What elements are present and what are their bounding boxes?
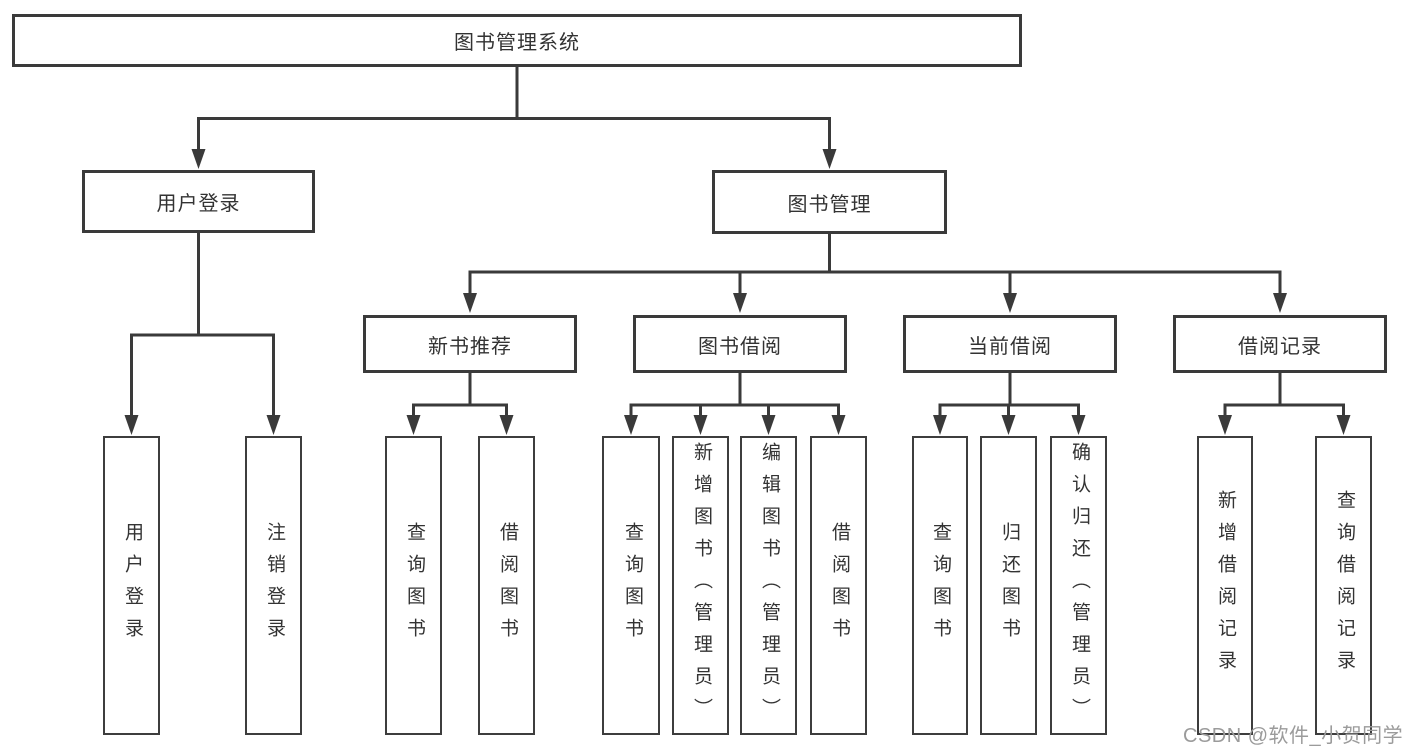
- arrowhead: [733, 293, 747, 313]
- leaf-borrow-add-book-label: 新增图书（管理员）: [691, 441, 712, 730]
- leaf-borrow-edit-book-label: 编辑图书（管理员）: [759, 441, 780, 730]
- leaf-user-login-label: 用户登录: [122, 521, 143, 650]
- arrowhead: [266, 415, 281, 435]
- leaf-borrow-edit-book: 编辑图书（管理员）: [740, 436, 797, 735]
- edge: [197, 117, 831, 151]
- node-book-management-label: 图书管理: [787, 193, 872, 216]
- node-new-book-recommend: 新书推荐: [363, 315, 577, 373]
- leaf-current-confirm-return-label: 确认归还（管理员）: [1069, 441, 1090, 730]
- node-new-book-recommend-label: 新书推荐: [428, 335, 512, 358]
- arrowhead: [933, 415, 947, 435]
- node-borrow-records-label: 借阅记录: [1238, 335, 1322, 358]
- leaf-records-query-record: 查询借阅记录: [1315, 436, 1372, 735]
- leaf-borrow-borrow-book: 借阅图书: [810, 436, 867, 735]
- arrowhead: [624, 415, 638, 435]
- leaf-user-login: 用户登录: [103, 436, 160, 735]
- node-root-label: 图书管理系统: [454, 32, 580, 54]
- leaf-current-return-book-label: 归还图书: [999, 521, 1020, 650]
- arrowhead: [1003, 293, 1017, 313]
- arrowhead: [1071, 415, 1086, 435]
- node-borrow-records: 借阅记录: [1173, 315, 1387, 373]
- leaf-current-query-book: 查询图书: [912, 436, 968, 735]
- arrowhead: [831, 415, 846, 435]
- edge: [468, 270, 1282, 295]
- leaf-borrow-query-book: 查询图书: [602, 436, 660, 735]
- edge: [412, 403, 508, 417]
- leaf-current-return-book: 归还图书: [980, 436, 1037, 735]
- arrowheads: [124, 149, 1351, 435]
- leaf-borrow-query-book-label: 查询图书: [622, 521, 643, 650]
- node-current-borrow-label: 当前借阅: [968, 335, 1052, 358]
- arrowhead: [693, 415, 708, 435]
- node-book-borrow: 图书借阅: [633, 315, 847, 373]
- leaf-current-query-book-label: 查询图书: [930, 521, 951, 650]
- node-root: 图书管理系统: [12, 14, 1022, 67]
- leaf-records-add-record-label: 新增借阅记录: [1215, 489, 1236, 682]
- arrowhead: [761, 415, 776, 435]
- arrowhead: [124, 415, 139, 435]
- leaf-records-query-record-label: 查询借阅记录: [1334, 489, 1355, 682]
- node-user-login: 用户登录: [82, 170, 315, 233]
- arrowhead: [1001, 415, 1016, 435]
- node-book-borrow-label: 图书借阅: [698, 335, 782, 358]
- node-current-borrow: 当前借阅: [903, 315, 1117, 373]
- arrowhead: [822, 149, 837, 169]
- csdn-watermark: CSDN @软件_小贺同学: [1183, 725, 1404, 747]
- arrowhead: [1218, 415, 1232, 435]
- leaf-rec-borrow-book: 借阅图书: [478, 436, 535, 735]
- leaf-rec-query-book: 查询图书: [385, 436, 442, 735]
- leaf-borrow-borrow-book-label: 借阅图书: [829, 521, 850, 650]
- leaf-rec-query-book-label: 查询图书: [404, 521, 425, 650]
- node-book-management: 图书管理: [712, 170, 947, 234]
- arrowhead: [1273, 293, 1287, 313]
- edges: [130, 67, 1345, 417]
- leaf-borrow-add-book: 新增图书（管理员）: [672, 436, 729, 735]
- arrowhead: [406, 415, 421, 435]
- leaf-rec-borrow-book-label: 借阅图书: [497, 521, 518, 650]
- leaf-current-confirm-return: 确认归还（管理员）: [1050, 436, 1107, 735]
- leaf-logout-label: 注销登录: [264, 521, 285, 650]
- edge: [130, 333, 275, 417]
- edge: [629, 403, 840, 417]
- arrowhead: [499, 415, 514, 435]
- leaf-records-add-record: 新增借阅记录: [1197, 436, 1253, 735]
- node-user-login-label: 用户登录: [156, 193, 241, 215]
- arrowhead: [191, 149, 206, 169]
- arrowhead: [1336, 415, 1351, 435]
- leaf-logout: 注销登录: [245, 436, 302, 735]
- edge: [1223, 403, 1345, 417]
- arrowhead: [463, 293, 477, 313]
